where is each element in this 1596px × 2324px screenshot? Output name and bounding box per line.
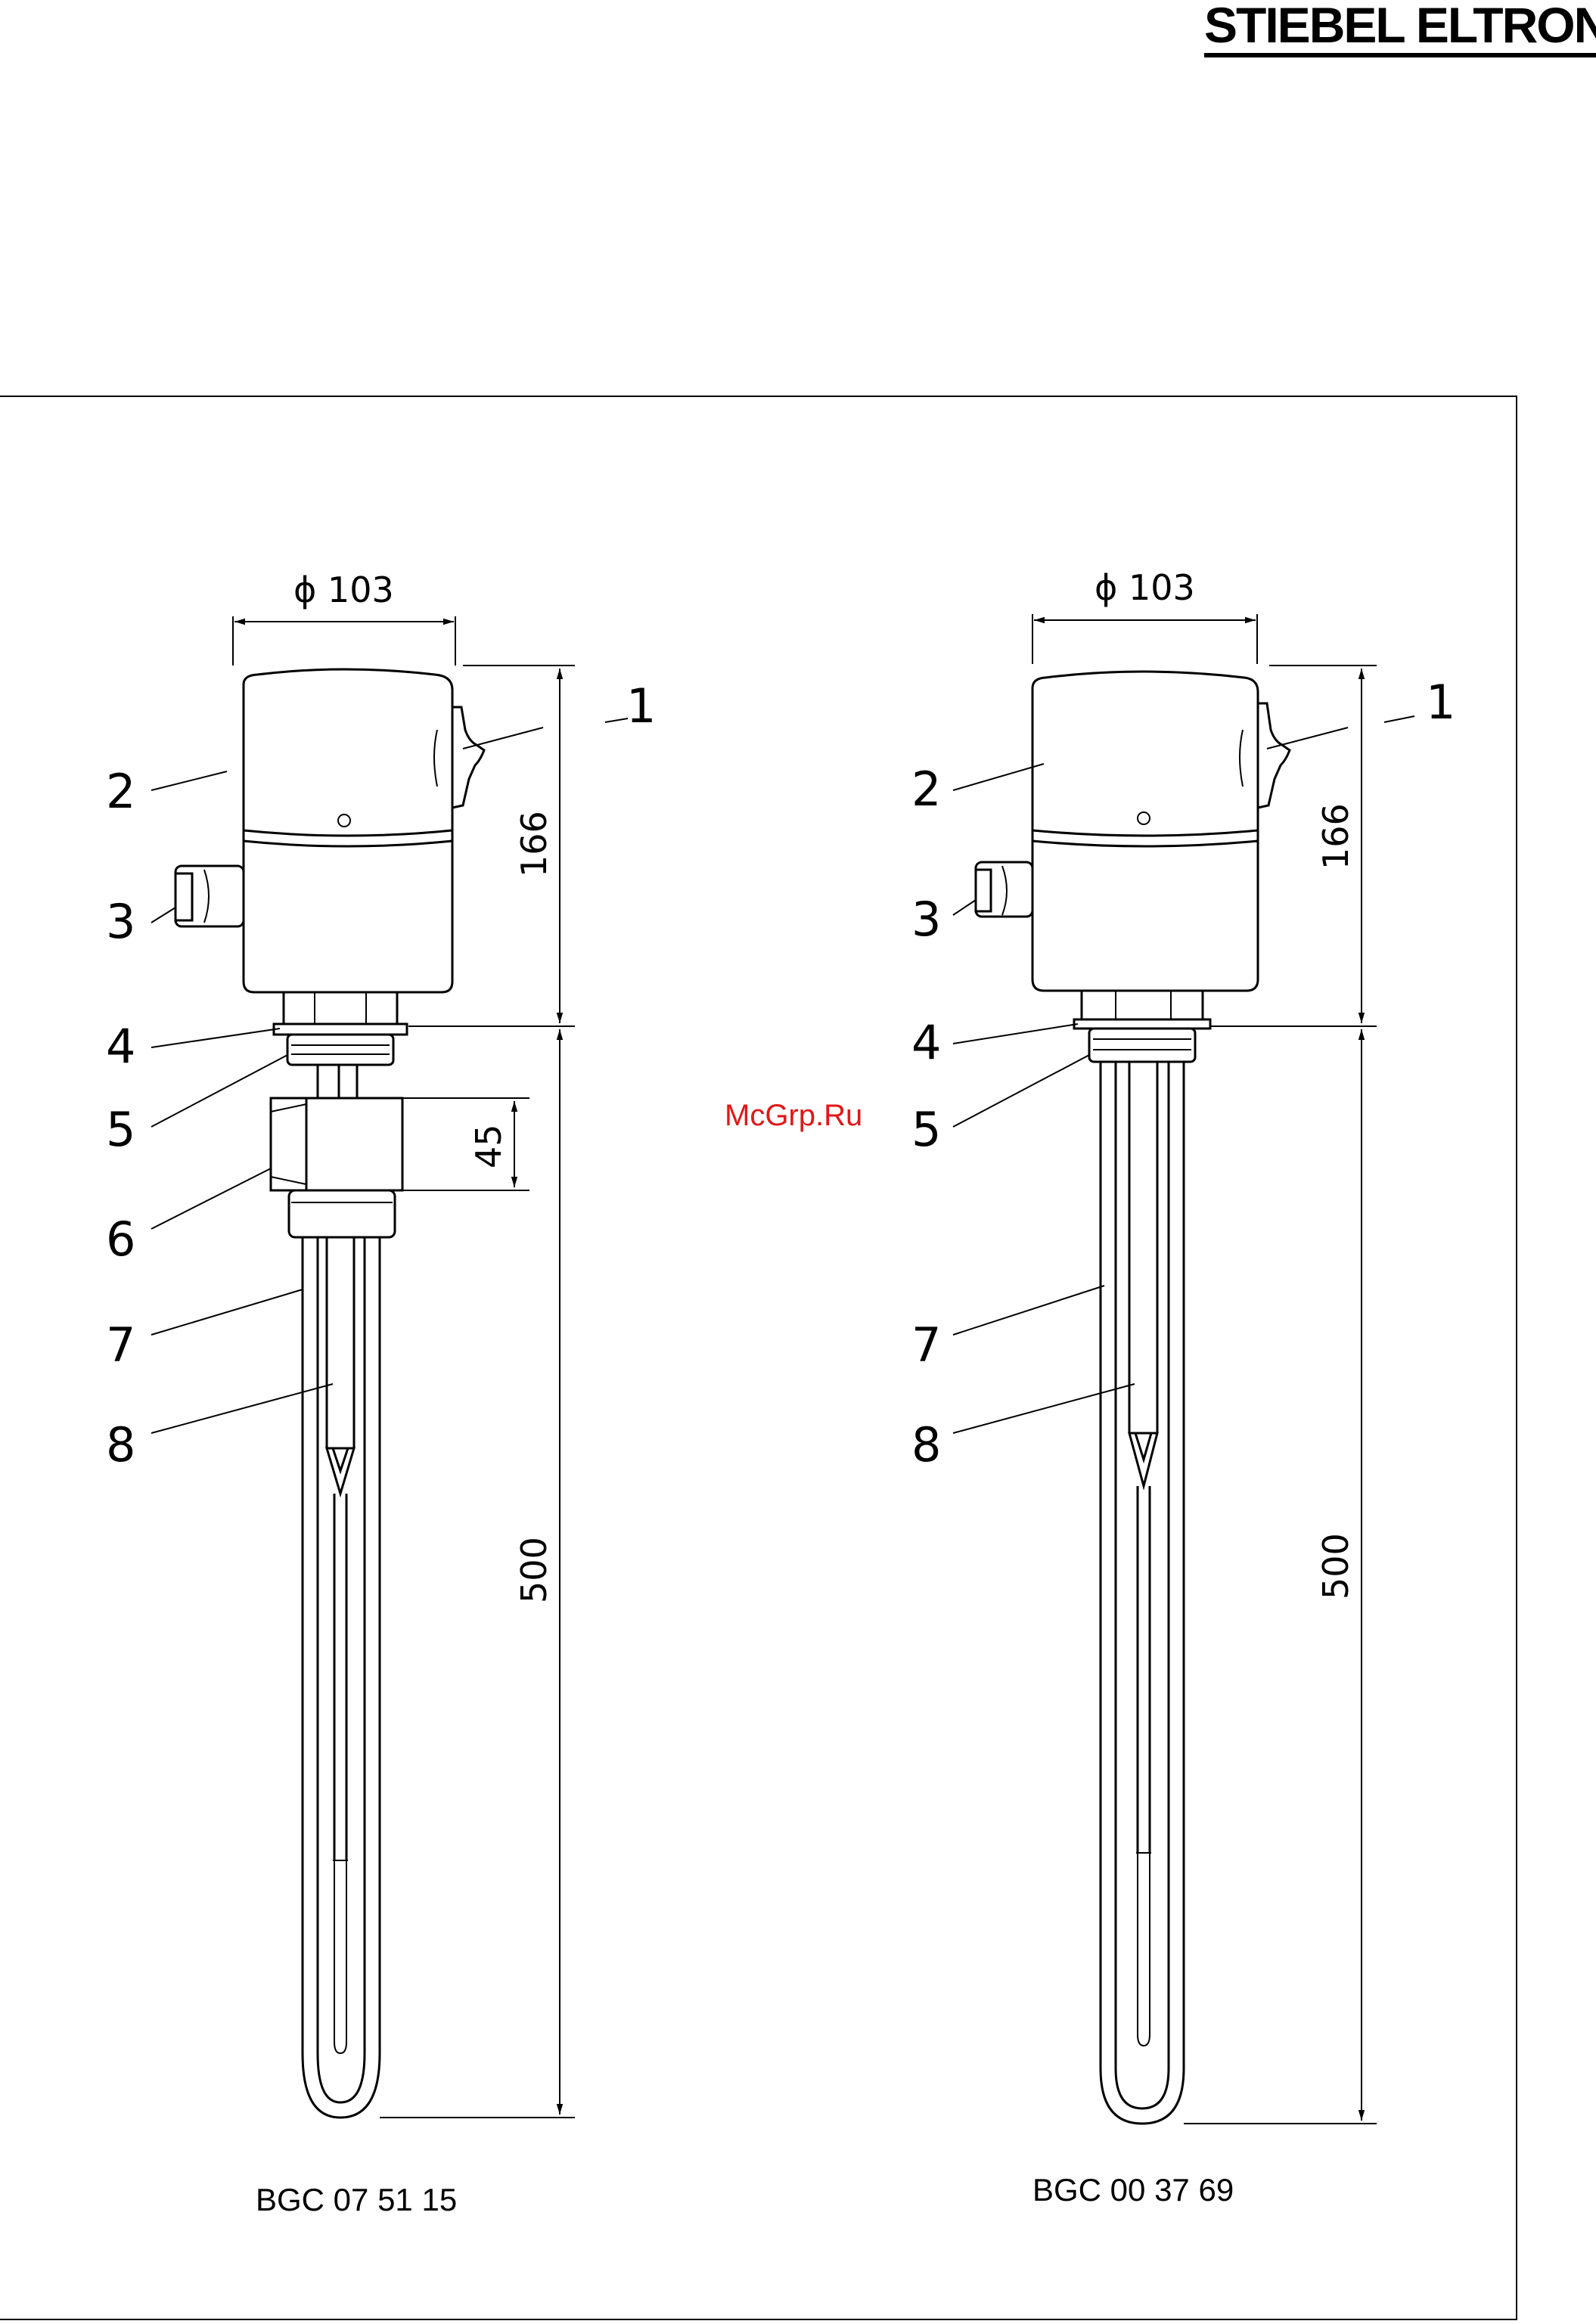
left-callout-2: 2 <box>106 764 135 819</box>
left-drawing-code: BGC 07 51 15 <box>256 2182 457 2218</box>
right-callout-4: 4 <box>911 1015 941 1070</box>
right-callout-1: 1 <box>1426 675 1455 730</box>
left-heater-drawing: ϕ 103 <box>106 569 656 2118</box>
right-drawing-code: BGC 00 37 69 <box>1032 2172 1234 2208</box>
right-callout-2: 2 <box>911 762 941 817</box>
left-dim-166: 166 <box>514 811 554 877</box>
left-dim-500: 500 <box>514 1537 554 1603</box>
left-callout-4: 4 <box>106 1019 135 1074</box>
watermark: McGrp.Ru <box>725 1099 862 1133</box>
right-diameter-label: ϕ 103 <box>1095 567 1195 608</box>
right-callout-5: 5 <box>911 1102 941 1157</box>
right-heater-drawing: ϕ 103 166 <box>911 567 1455 2124</box>
left-diameter-label: ϕ 103 <box>293 569 394 610</box>
left-callout-3: 3 <box>106 894 135 949</box>
left-callout-7: 7 <box>106 1317 135 1373</box>
left-callout-5: 5 <box>106 1102 135 1157</box>
right-dim-500: 500 <box>1315 1533 1356 1599</box>
left-callout-1: 1 <box>626 678 656 734</box>
left-callout-6: 6 <box>106 1212 135 1267</box>
right-dim-166: 166 <box>1315 803 1356 870</box>
right-callout-7: 7 <box>911 1317 941 1373</box>
right-callout-8: 8 <box>911 1417 941 1472</box>
left-thermostat-cap <box>244 669 452 992</box>
right-thermostat-cap <box>1032 672 1258 991</box>
right-callout-3: 3 <box>911 892 941 947</box>
left-callout-8: 8 <box>106 1417 135 1472</box>
left-dim-45: 45 <box>468 1124 509 1168</box>
